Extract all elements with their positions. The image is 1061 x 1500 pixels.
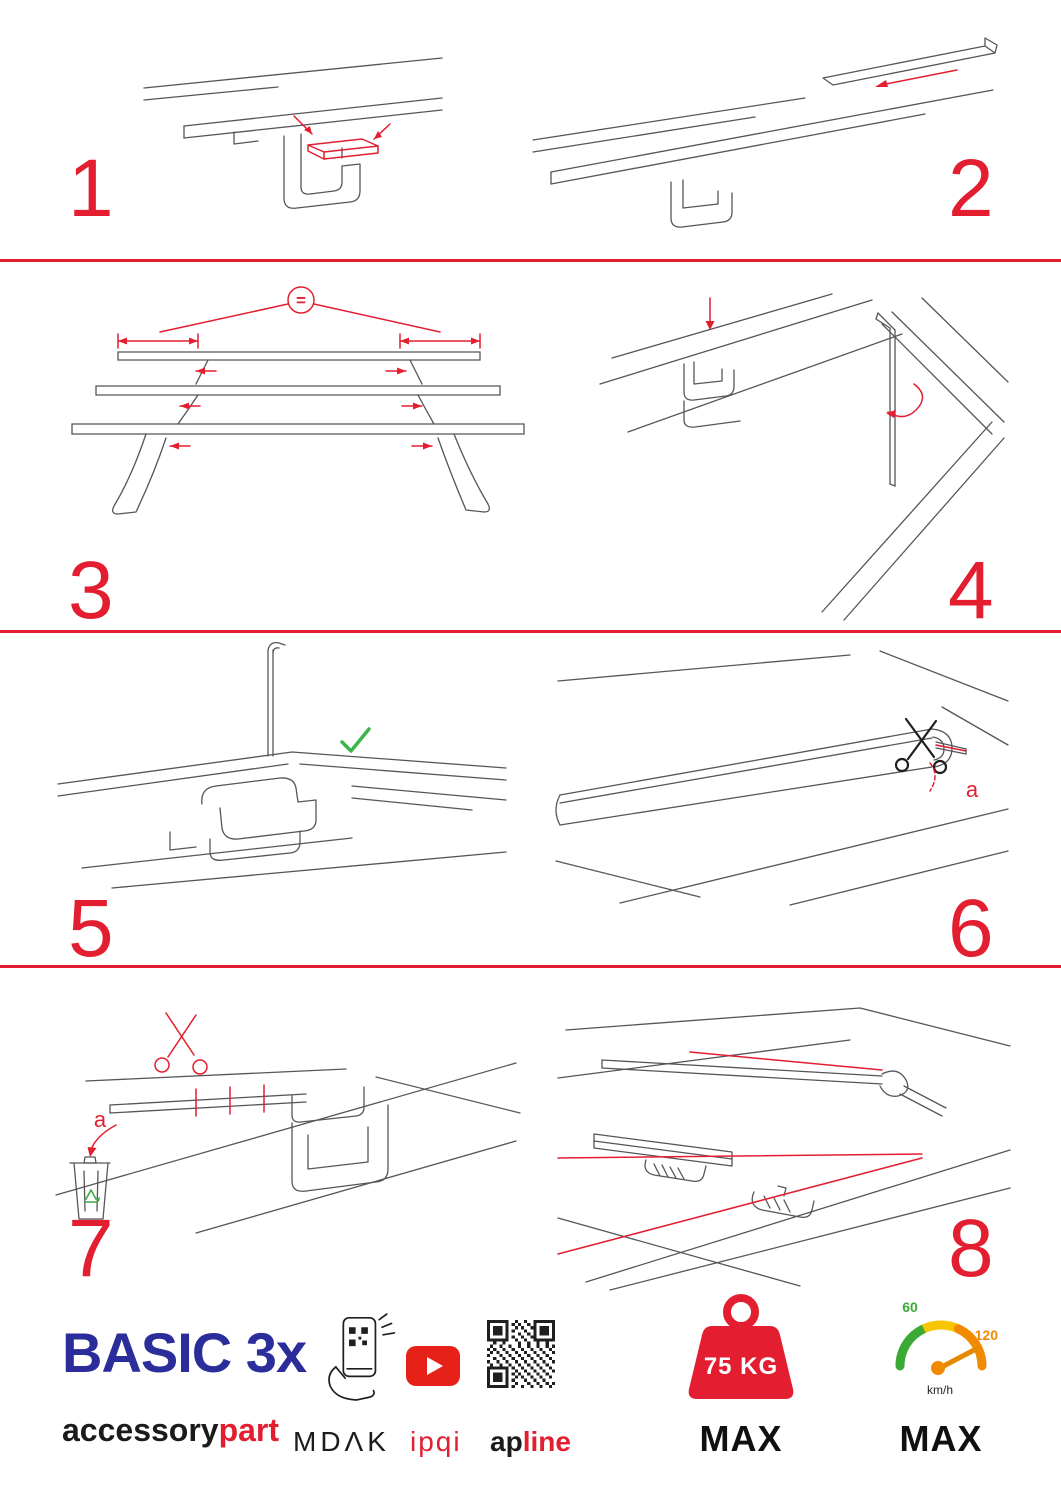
step-number-6: 6 bbox=[948, 883, 994, 974]
assembled-roof-drawing bbox=[557, 1007, 1011, 1291]
qr-code-icon bbox=[487, 1320, 555, 1388]
scissors-icon bbox=[154, 1012, 208, 1075]
recycle-icon bbox=[84, 1189, 100, 1203]
trash-icon bbox=[69, 1156, 111, 1220]
step-number-1: 1 bbox=[68, 143, 114, 234]
allen-key-icon bbox=[875, 312, 896, 487]
step-8-illustration bbox=[557, 1007, 1011, 1291]
step-number-4: 4 bbox=[948, 545, 994, 636]
step-7-illustration: a bbox=[55, 1012, 521, 1234]
section-divider bbox=[0, 965, 1061, 968]
three-bars-drawing bbox=[71, 351, 525, 515]
step-number-2: 2 bbox=[948, 143, 994, 234]
weight-max-label: MAX bbox=[699, 1418, 783, 1459]
cut-label-a: a bbox=[94, 1107, 107, 1132]
partner-apline-black: ap bbox=[490, 1426, 523, 1457]
partner-ipqi: ipqi bbox=[410, 1426, 462, 1457]
youtube-icon bbox=[406, 1346, 460, 1386]
bar-profile-drawing bbox=[555, 650, 1009, 906]
strip-and-clamp-drawing bbox=[55, 1062, 521, 1234]
equal-spacing-dimensions bbox=[117, 286, 481, 450]
allen-key-icon bbox=[267, 642, 286, 757]
brand-logo: accessorypart bbox=[62, 1412, 279, 1449]
partner-apline-red: line bbox=[522, 1426, 571, 1457]
slide-direction-arrow bbox=[875, 69, 958, 87]
step-1-illustration bbox=[143, 57, 443, 209]
scissors-icon bbox=[894, 717, 948, 775]
cut-label-a: a bbox=[966, 777, 979, 802]
alignment-lines bbox=[557, 1051, 923, 1255]
speed-max-label: MAX bbox=[899, 1418, 983, 1459]
brand-logo-black: accessory bbox=[62, 1412, 219, 1448]
equal-badge: = bbox=[296, 291, 306, 310]
checkmark-icon bbox=[340, 727, 371, 753]
step-5-illustration bbox=[57, 642, 507, 889]
phone-qr-icon bbox=[328, 1313, 396, 1401]
cut-mark bbox=[929, 744, 967, 792]
brand-logo-red: part bbox=[218, 1412, 280, 1448]
roof-rail-drawing bbox=[143, 57, 443, 209]
speed-unit: km/h bbox=[927, 1383, 953, 1397]
step-number-3: 3 bbox=[68, 545, 114, 636]
clamp-pad-highlight bbox=[293, 115, 391, 160]
bar-slide-drawing bbox=[532, 37, 998, 228]
partner-apline: apline bbox=[490, 1426, 571, 1458]
step-number-7: 7 bbox=[68, 1203, 114, 1294]
section-divider bbox=[0, 259, 1061, 262]
tighten-arrows bbox=[705, 297, 924, 418]
step-4-illustration bbox=[599, 293, 1009, 621]
step-number-8: 8 bbox=[948, 1203, 994, 1294]
speed-tick-high: 120 bbox=[975, 1327, 999, 1343]
section-divider bbox=[0, 630, 1061, 633]
step-3-illustration: = bbox=[71, 286, 525, 515]
step-2-illustration bbox=[532, 37, 998, 228]
cut-ticks bbox=[87, 1084, 265, 1157]
step-6-illustration: a bbox=[555, 650, 1009, 906]
weight-value: 75 KG bbox=[704, 1353, 778, 1380]
speedometer-icon: 60 120 km/h bbox=[895, 1299, 999, 1397]
clamp-assembly-drawing bbox=[57, 751, 507, 889]
product-name: BASIC 3x bbox=[62, 1321, 307, 1384]
step-number-5: 5 bbox=[68, 883, 114, 974]
roof-perspective-drawing bbox=[599, 293, 1009, 621]
speed-tick-low: 60 bbox=[902, 1299, 918, 1315]
weight-limit-icon: 75 KG bbox=[688, 1294, 794, 1399]
partner-mdak: MDΛK bbox=[293, 1426, 390, 1457]
